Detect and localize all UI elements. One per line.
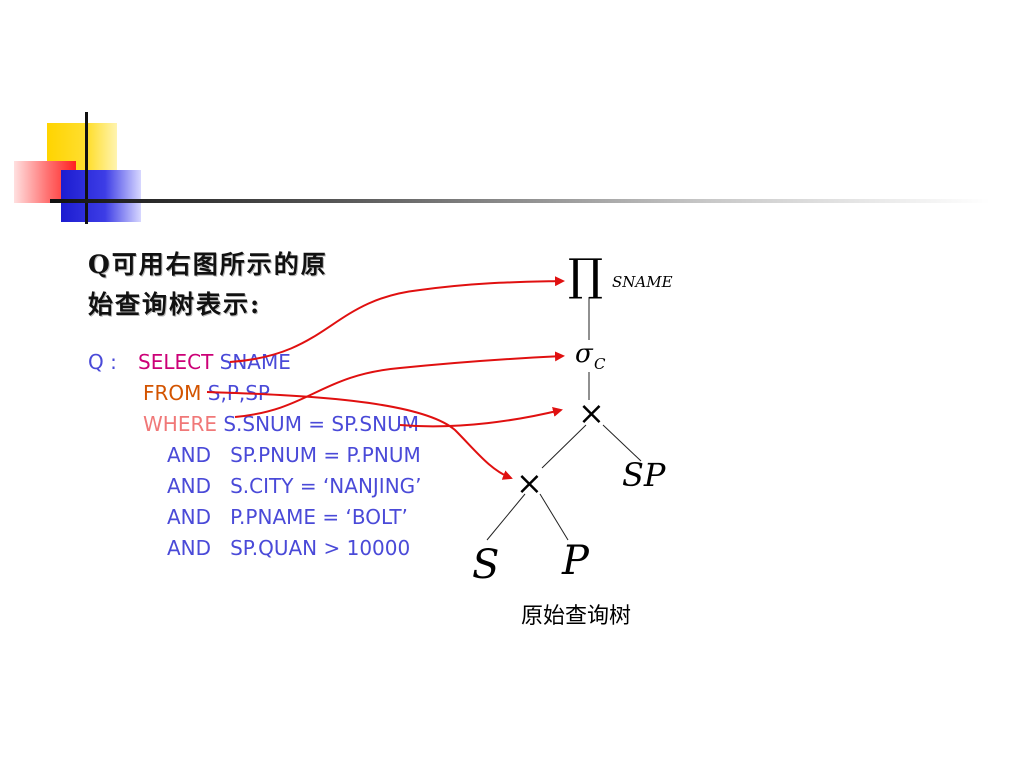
leaf-p: P — [561, 538, 590, 584]
edge-product-product — [541, 424, 587, 469]
where-keyword: WHERE — [143, 412, 217, 436]
query-label: Q : — [88, 350, 117, 374]
select-clause: SELECT SNAME — [138, 350, 291, 374]
leaf-s: S — [472, 542, 499, 588]
from-keyword: FROM — [143, 381, 202, 405]
and-condition-1: AND SP.PNUM = P.PNUM — [167, 443, 421, 467]
arrow-join-to-product — [399, 407, 563, 428]
heading-line-1: Q可用右图所示的原 — [88, 250, 328, 279]
deco-blue-square — [61, 170, 141, 222]
and-condition-4: AND SP.QUAN > 10000 — [167, 536, 411, 560]
selection-subscript: C — [594, 355, 606, 373]
and-condition-2: AND S.CITY = ‘NANJING’ — [167, 474, 422, 498]
arrow-from-to-product — [206, 391, 513, 480]
product-node-upper: × — [578, 394, 605, 432]
edge-product-s — [486, 493, 526, 541]
where-clause: WHERE S.SNUM = SP.SNUM — [143, 412, 419, 436]
arrow-where-to-selection — [234, 351, 565, 418]
product-node-lower: × — [516, 464, 543, 502]
deco-horizontal-line — [50, 199, 990, 203]
selection-node: σ — [575, 339, 594, 369]
select-keyword: SELECT — [138, 350, 214, 374]
heading-line-2: 始查询树表示: — [88, 290, 262, 319]
from-clause: FROM S,P,SP — [143, 381, 270, 405]
deco-vertical-line — [85, 112, 88, 224]
diagram-caption: 原始查询树 — [521, 604, 632, 629]
edge-product-sp — [602, 424, 642, 462]
where-condition: S.SNUM = SP.SNUM — [216, 412, 419, 436]
arrow-select-to-projection — [229, 276, 565, 363]
projection-subscript: SNAME — [612, 273, 673, 291]
edge-product-p — [539, 493, 569, 541]
leaf-sp: SP — [622, 456, 666, 494]
and-condition-3: AND P.PNAME = ‘BOLT’ — [167, 505, 408, 529]
projection-node: ∏ — [568, 250, 603, 301]
